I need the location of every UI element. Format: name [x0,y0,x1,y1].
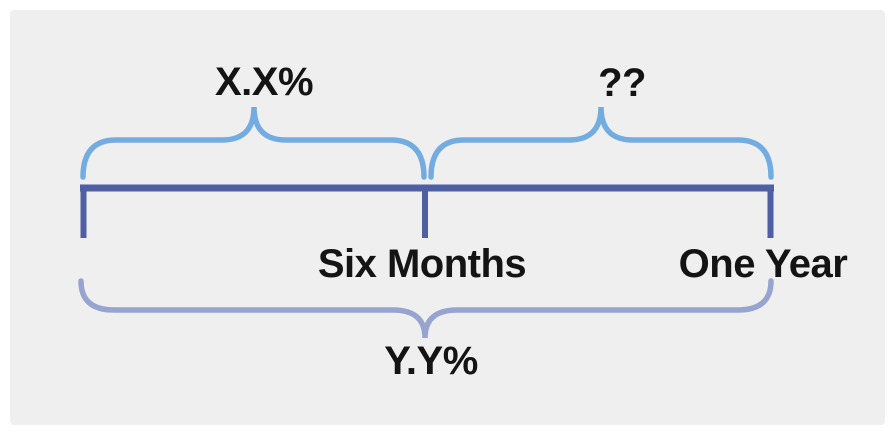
label-full-period-rate: Y.Y% [384,339,478,383]
label-one-year: One Year [679,242,848,286]
label-six-months: Six Months [318,242,526,286]
label-second-period-rate: ?? [598,61,646,105]
brace-full-period [78,278,774,339]
brace-first-period [80,106,427,180]
diagram-panel-background [10,10,885,425]
brace-second-period [428,106,774,180]
label-first-period-rate: X.X% [215,60,313,104]
